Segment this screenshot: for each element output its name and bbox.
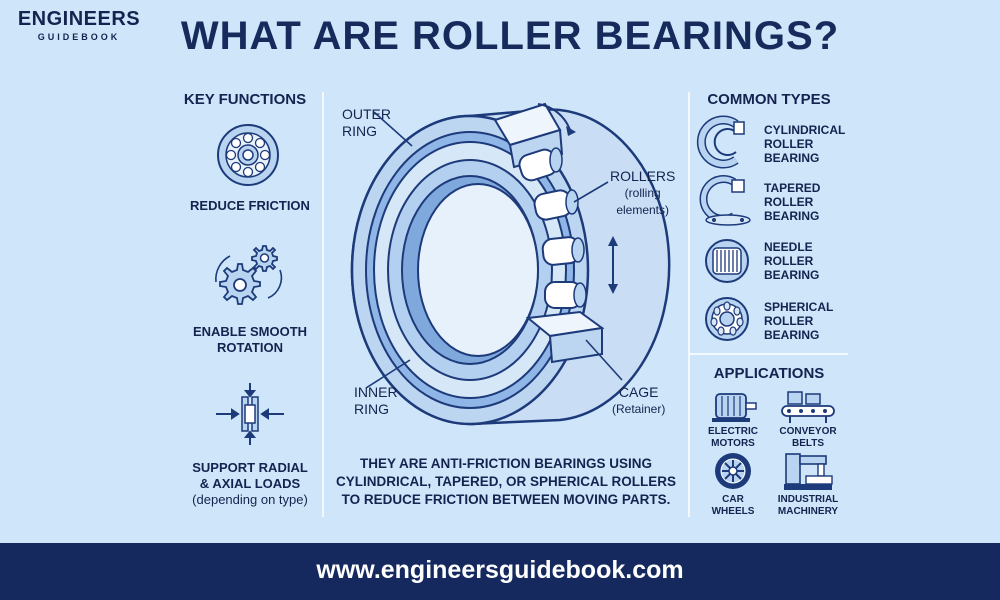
car-wheels-label: CAR WHEELS [698,494,768,518]
car-wheel-icon [715,453,751,489]
electric-motor-icon [712,393,757,422]
cage-line2: (Retainer) [612,402,666,416]
cylindrical-bearing-icon [696,115,745,169]
footer-bar [0,543,1000,600]
common-types-heading: COMMON TYPES [707,91,831,108]
smooth-rotation-line2: ROTATION [217,340,283,355]
needle-line3: BEARING [764,268,820,282]
brand-logo: ENGINEERS GUIDEBOOK [14,8,144,42]
industrial-line2: MACHINERY [777,506,839,517]
cylindrical-line1: CYLINDRICAL [764,123,846,137]
smooth-rotation-label: ENABLE SMOOTH ROTATION [170,324,330,356]
tapered-line3: BEARING [764,209,820,223]
description-caption: THEY ARE ANTI-FRICTION BEARINGS USING CY… [326,455,686,509]
inner-ring-callout: INNER RING [354,384,398,418]
tapered-line2: ROLLER [764,195,814,209]
applications-heading: APPLICATIONS [713,365,825,382]
rollers-line2: (rolling [624,186,661,200]
industrial-line1: INDUSTRIAL [777,494,839,505]
conveyor-line2: BELTS [791,438,825,449]
caption-line2: CYLINDRICAL, TAPERED, OR SPHERICAL ROLLE… [335,474,677,489]
key-functions-heading: KEY FUNCTIONS [183,91,307,108]
brand-sub: GUIDEBOOK [37,32,121,42]
support-loads-line3: (depending on type) [192,492,308,507]
needle-line2: ROLLER [764,254,814,268]
ball-bearing-icon [217,124,279,186]
caption-line1: THEY ARE ANTI-FRICTION BEARINGS USING [359,456,652,471]
cylindrical-line3: BEARING [764,151,820,165]
spherical-bearing-icon [705,297,749,341]
divider-types-apps [690,353,848,355]
spherical-line1: SPHERICAL [764,300,834,314]
loads-icon [216,383,284,445]
inner-ring-line1: INNER [354,384,398,400]
rollers [518,147,587,309]
reduce-friction-label: REDUCE FRICTION [190,198,310,213]
electric-motors-line2: MOTORS [711,438,755,449]
rollers-callout: ROLLERS (rolling elements) [610,168,675,219]
car-wheels-line1: CAR [722,494,744,505]
electric-motors-line1: ELECTRIC [708,426,758,437]
divider-right [688,92,690,517]
inner-ring-line2: RING [354,401,389,417]
roller-bearing-illustration [350,102,671,426]
conveyor-icon [781,391,835,423]
outer-ring-line1: OUTER [342,106,391,122]
cage-line1: CAGE [618,384,659,400]
cylindrical-line2: ROLLER [764,137,814,151]
caption-line3: TO REDUCE FRICTION BETWEEN MOVING PARTS. [341,492,671,507]
support-loads-label: SUPPORT RADIAL & AXIAL LOADS (depending … [170,460,330,508]
electric-motors-label: ELECTRIC MOTORS [698,426,768,450]
footer-url-link[interactable]: www.engineersguidebook.com [316,556,684,584]
conveyor-line1: CONVEYOR [779,426,837,437]
outer-ring-callout: OUTER RING [342,106,391,140]
smooth-rotation-line1: ENABLE SMOOTH [192,324,308,339]
tapered-bearing-icon [699,175,751,226]
needle-bearing-icon [705,239,749,283]
industrial-machine-icon [784,453,833,490]
brand-name: ENGINEERS [17,8,141,30]
rollers-line1: ROLLERS [610,168,676,184]
conveyor-belts-label: CONVEYOR BELTS [773,426,843,450]
outer-ring-line2: RING [342,123,377,139]
industrial-machinery-label: INDUSTRIAL MACHINERY [770,494,846,518]
spherical-line3: BEARING [764,328,820,342]
page-title: WHAT ARE ROLLER BEARINGS? [180,14,840,58]
tapered-label: TAPERED ROLLER BEARING [764,181,820,223]
spherical-label: SPHERICAL ROLLER BEARING [764,300,833,342]
gears-icon [215,245,283,305]
cylindrical-label: CYLINDRICAL ROLLER BEARING [764,123,845,165]
needle-line1: NEEDLE [764,240,813,254]
inner-ring [387,159,553,381]
support-loads-line2: & AXIAL LOADS [199,476,301,491]
spherical-line2: ROLLER [764,314,814,328]
needle-label: NEEDLE ROLLER BEARING [764,240,819,282]
car-wheels-line2: WHEELS [711,506,755,517]
rollers-line3: elements) [616,203,670,217]
divider-left [322,92,324,517]
support-loads-line1: SUPPORT RADIAL [192,460,308,475]
cage-callout: CAGE (Retainer) [612,384,665,418]
tapered-line1: TAPERED [764,181,821,195]
